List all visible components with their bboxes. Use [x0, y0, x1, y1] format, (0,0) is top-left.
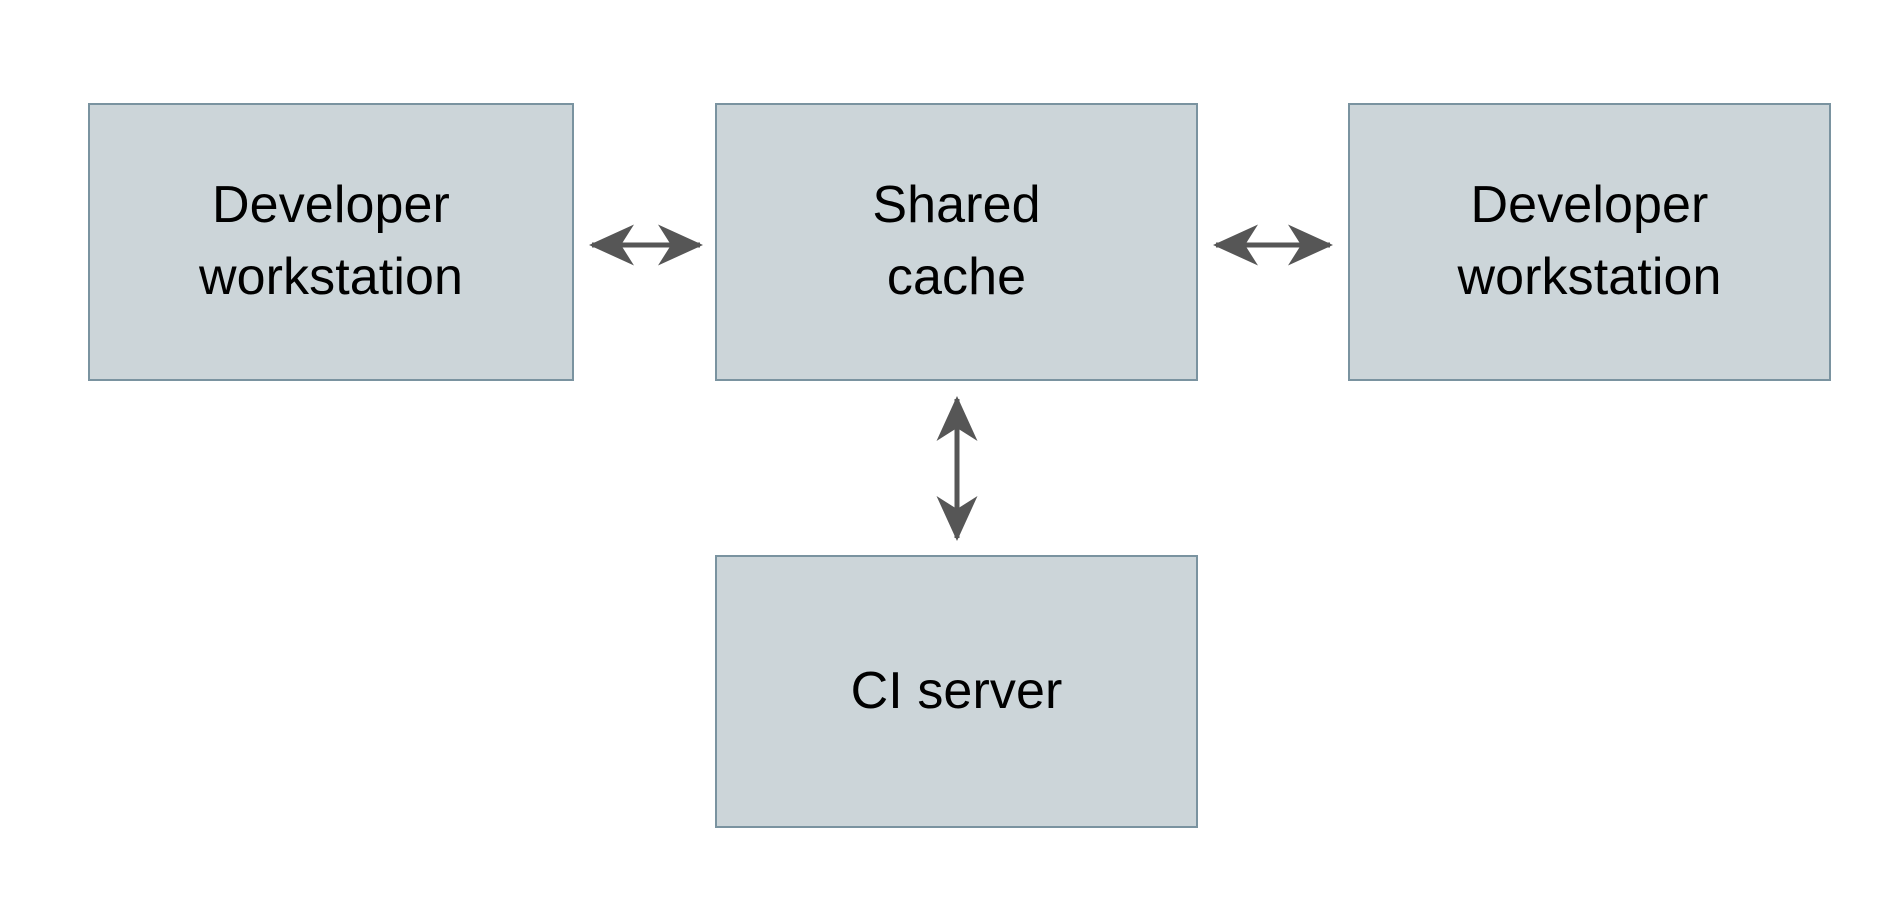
node-label-developer-workstation-right: Developer workstation: [1457, 176, 1722, 306]
node-label-developer-workstation-left: Developer workstation: [198, 176, 464, 306]
node-developer-workstation-left[interactable]: Developer workstation: [88, 103, 574, 381]
edge-dev-left-shared-cache-target[interactable]: [574, 220, 715, 270]
node-shared-cache[interactable]: Shared cache: [715, 103, 1198, 381]
node-ci-server[interactable]: CI server: [715, 555, 1198, 828]
node-label-ci-server: CI server: [850, 661, 1063, 720]
node-label-shared-cache: Shared cache: [872, 176, 1041, 306]
edge-shared-cache-ci-server-target[interactable]: [930, 381, 984, 555]
node-developer-workstation-right[interactable]: Developer workstation: [1348, 103, 1831, 381]
edge-shared-cache-dev-right-target[interactable]: [1198, 220, 1348, 270]
